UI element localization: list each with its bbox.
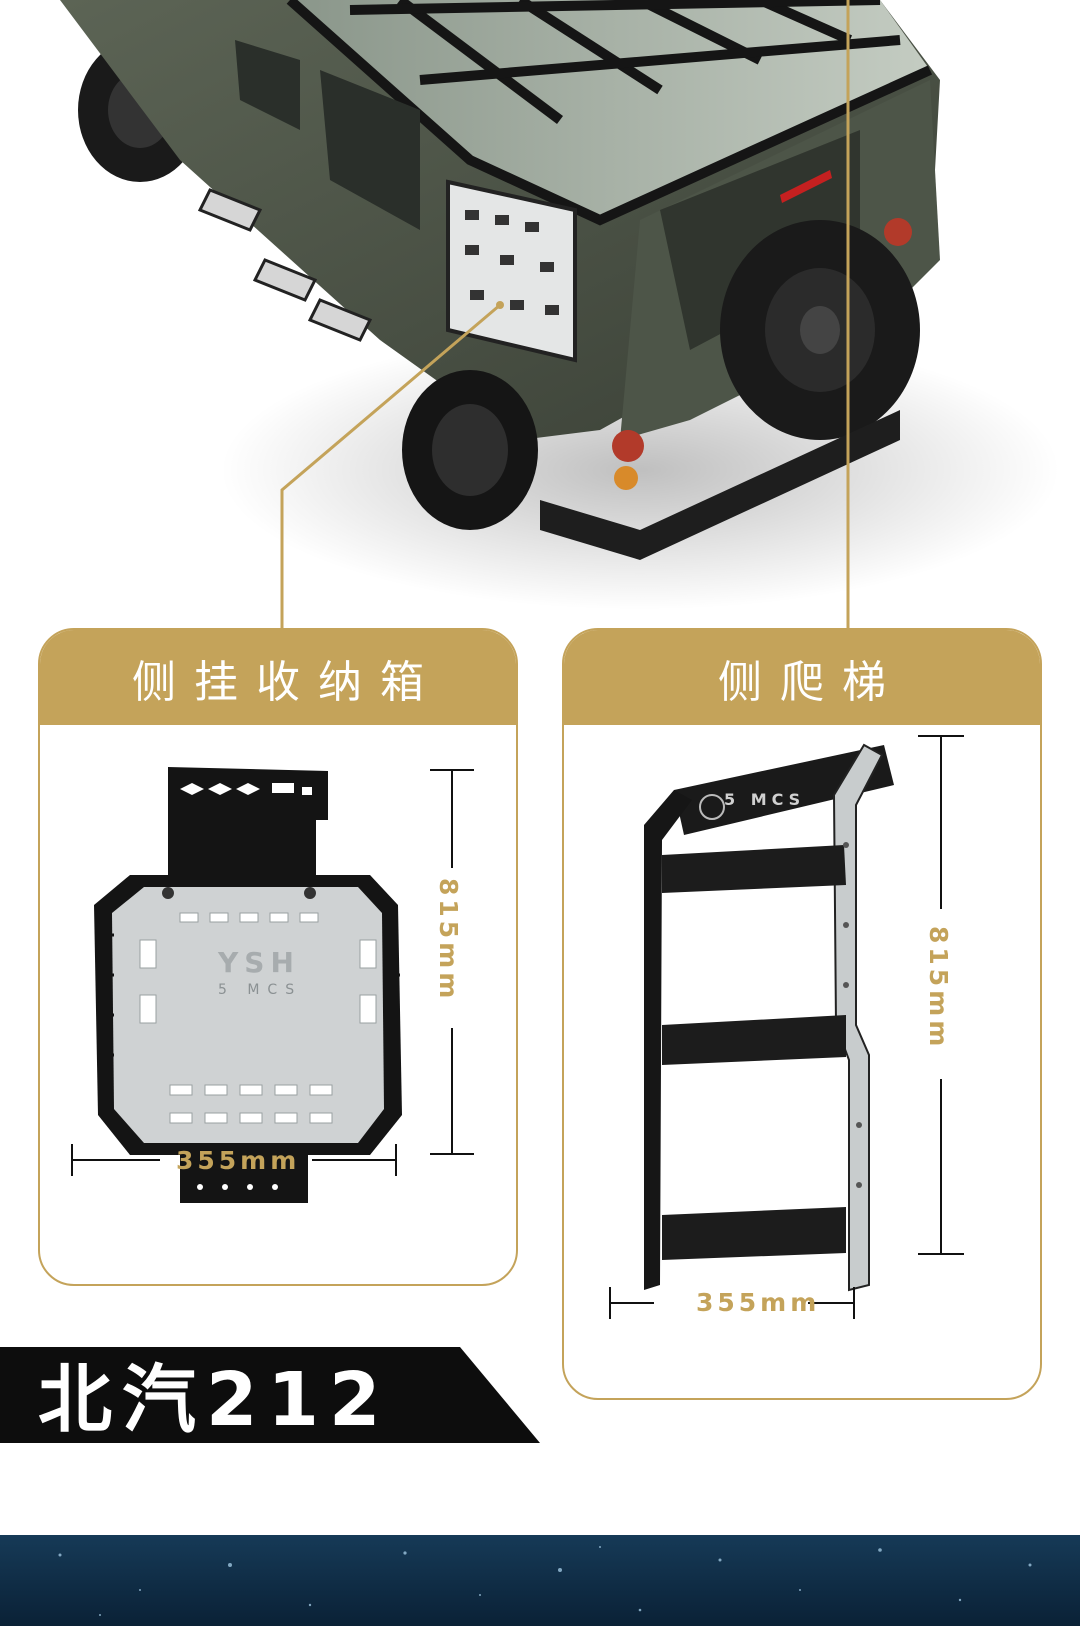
storage-box-product-image [94, 767, 402, 1203]
ladder-plate-brand: 5 MCS [724, 790, 806, 809]
storage-height-label: 815mm [434, 878, 463, 1003]
vehicle-hero-image [0, 0, 1080, 640]
tail-light [612, 430, 644, 462]
callout-lines [280, 0, 850, 628]
mounted-storage-plate [446, 179, 577, 363]
starfield-background [0, 1535, 1080, 1626]
ladder-step [662, 845, 846, 893]
storage-width-label: 355mm [176, 1146, 301, 1175]
ladder-height-label: 815mm [924, 926, 953, 1051]
side-window [320, 70, 420, 230]
storage-plate-sub: 5 MCS [218, 982, 303, 998]
storage-box-title: 侧挂收纳箱 [40, 630, 516, 725]
ladder-width-label: 355mm [696, 1288, 821, 1317]
model-name: 北汽212 [38, 1357, 391, 1443]
side-steps [197, 188, 373, 342]
vehicle-illustration [60, 0, 1060, 610]
ladder-card: 侧爬梯 5 MCS 815mm 355mm [562, 628, 1042, 1400]
roof-rack [286, 0, 933, 226]
storage-box-card: 侧挂收纳箱 [38, 628, 518, 1286]
storage-width-dimension [71, 1144, 397, 1176]
storage-plate-brand: YSH [218, 946, 300, 979]
ladder-left-rail [644, 790, 692, 1290]
model-banner [0, 1347, 544, 1447]
ladder-product-image [644, 743, 894, 1292]
storage-height-dimension [430, 769, 474, 1155]
ladder-height-dimension [918, 735, 964, 1255]
ladder-width-dimension [609, 1287, 855, 1319]
ladder-title: 侧爬梯 [564, 630, 1040, 725]
footer-starfield [0, 1535, 1080, 1626]
